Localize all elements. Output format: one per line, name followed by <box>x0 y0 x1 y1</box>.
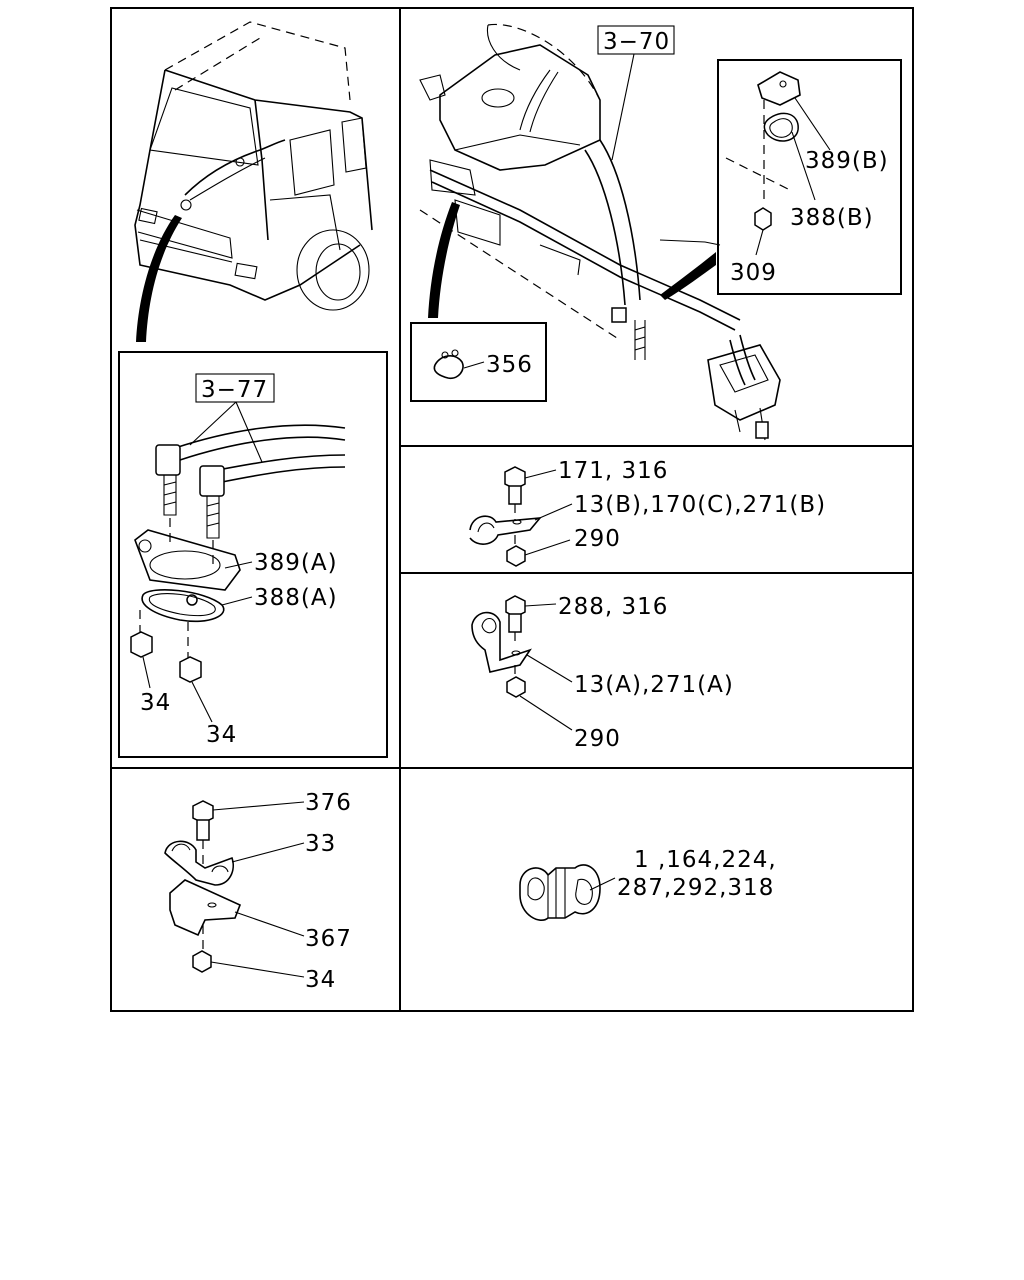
callout-389b: 389(B) <box>805 148 889 174</box>
bracket-panel: 376 33 367 34 <box>164 790 352 993</box>
callout-171-316: 171, 316 <box>558 458 668 484</box>
callout-33: 33 <box>305 831 336 857</box>
callout-34-right: 34 <box>206 722 237 748</box>
detail-3-77-panel: 3−77 389(A) 388(A) 34 34 <box>118 351 388 758</box>
callout-290-b: 290 <box>574 526 621 552</box>
callout-1-164-224: 1 ,164,224, <box>634 847 777 873</box>
ref-3-70: 3−70 <box>603 29 670 55</box>
grid-frame <box>110 7 914 1012</box>
callout-376: 376 <box>305 790 352 816</box>
double-clip-panel: 1 ,164,224, 287,292,318 <box>519 847 777 921</box>
callout-388b: 388(B) <box>790 205 874 231</box>
clip-a-panel: 288, 316 13(A),271(A) 290 <box>471 594 734 752</box>
ref-3-77: 3−77 <box>201 377 268 403</box>
callout-388a: 388(A) <box>254 585 338 611</box>
callout-34-left: 34 <box>140 690 171 716</box>
callout-367: 367 <box>305 926 352 952</box>
callout-290-a: 290 <box>574 726 621 752</box>
detail-3-70-panel: 3−70 <box>410 23 902 441</box>
callout-34-bracket: 34 <box>305 967 336 993</box>
callout-13b-170c-271b: 13(B),170(C),271(B) <box>574 492 826 518</box>
truck-cab-illustration <box>134 21 373 342</box>
callout-309: 309 <box>730 260 777 286</box>
callout-356: 356 <box>486 352 533 378</box>
callout-13a-271a: 13(A),271(A) <box>574 672 734 698</box>
callout-287-292-318: 287,292,318 <box>617 875 774 901</box>
callout-389a: 389(A) <box>254 550 338 576</box>
clip-b-panel: 171, 316 13(B),170(C),271(B) 290 <box>469 458 826 567</box>
callout-288-316: 288, 316 <box>558 594 668 620</box>
